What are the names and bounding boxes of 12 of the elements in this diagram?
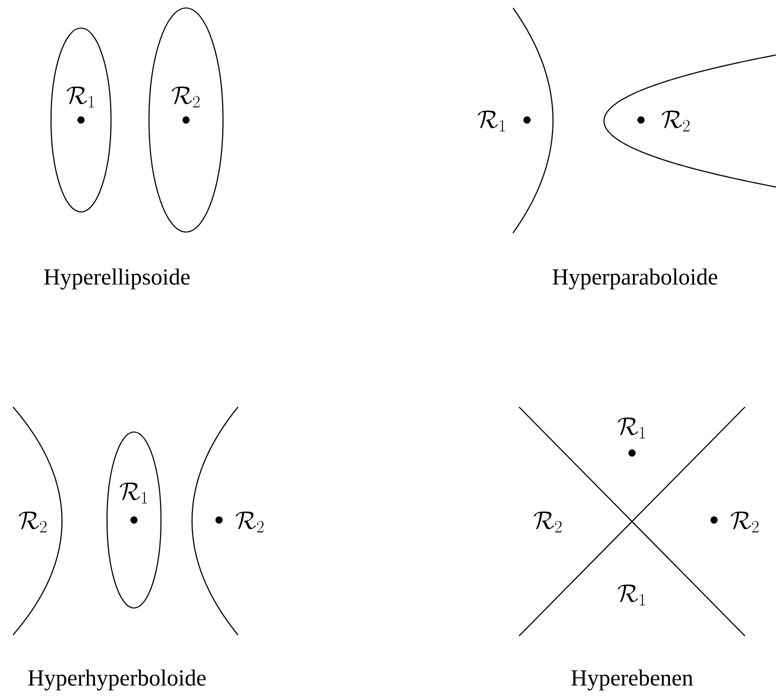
region-label: $\mathcal{R}_1$	[618, 584, 645, 606]
region-label: $\mathcal{R}_1$	[618, 418, 645, 438]
caption: Hyperellipsoide	[44, 268, 190, 290]
region-label: $\mathcal{R}_2$	[18, 512, 47, 532]
caption: Hyperparaboloide	[552, 268, 718, 290]
region-label: $\mathcal{R}_2$	[236, 512, 264, 532]
region-label: $\mathcal{R}_2$	[534, 512, 562, 532]
caption: Hyperhyperboloide	[28, 670, 206, 690]
caption: Hyperebenen	[571, 670, 693, 690]
region-label: $\mathcal{R}_2$	[662, 110, 690, 132]
region-label: $\mathcal{R}_1$	[478, 110, 505, 132]
region-label: $\mathcal{R}_2$	[730, 512, 759, 532]
